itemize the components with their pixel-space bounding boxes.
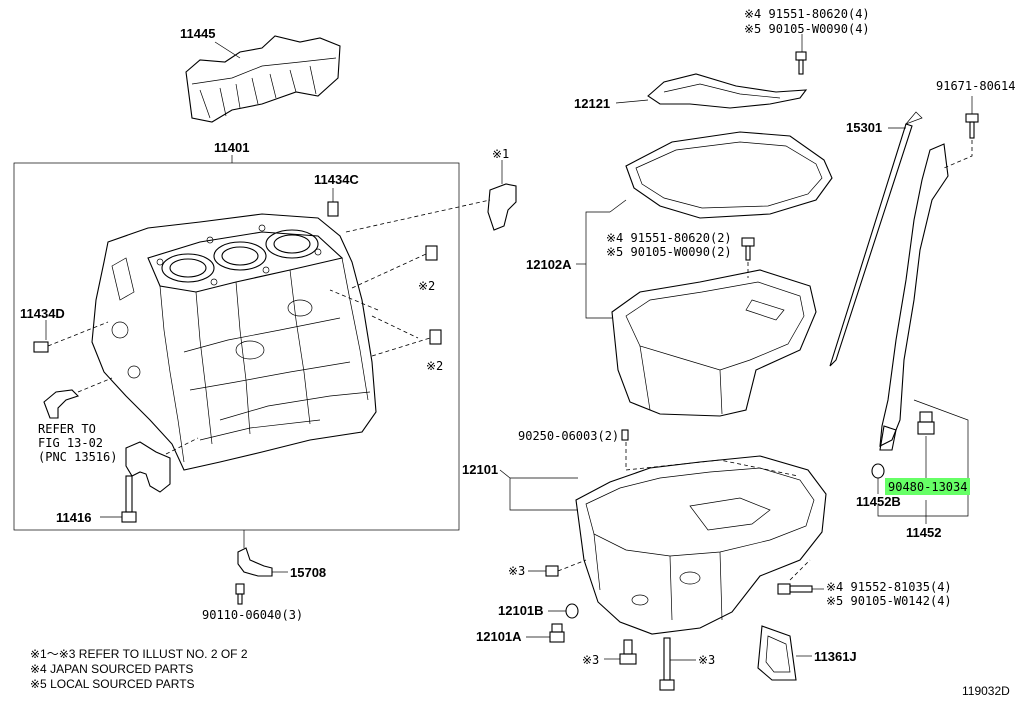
callout-11452B: 11452B [856, 494, 901, 509]
pin-90250 [621, 429, 629, 441]
block-assembly-frame [13, 162, 460, 531]
drain-plug-12101A [549, 623, 565, 643]
callout-ast2-upper: ※2 [418, 279, 435, 293]
bolt-91671 [965, 113, 979, 139]
callout-11434D: 11434D [20, 306, 65, 321]
refer-line-1: REFER TO [38, 422, 96, 436]
oil-pan-upper [611, 269, 817, 417]
gasket-12101B [565, 603, 579, 619]
callout-12101: 12101 [462, 462, 498, 477]
refer-line-3: (PNC 13516) [38, 450, 117, 464]
bolt-91552 [777, 583, 813, 595]
oil-pan-lower-12101 [575, 455, 827, 635]
callout-ast2-lower: ※2 [426, 359, 443, 373]
callout-12101B: 12101B [498, 603, 544, 618]
dowel-pin-11434C [327, 201, 339, 217]
bolt-top-91551 [795, 51, 807, 75]
bearing-cap [125, 441, 171, 493]
callout-mid-91551: ※4 91551-80620(2) [606, 231, 732, 245]
callout-top-91551: ※4 91551-80620(4) [744, 7, 870, 21]
guide-tube-11452 [879, 143, 949, 447]
cap-bracket-ast1 [487, 183, 517, 231]
bolt-ast3-left [619, 639, 637, 665]
callout-11434C: 11434C [314, 172, 359, 187]
callout-11445: 11445 [180, 26, 215, 41]
dipstick-15301 [829, 123, 913, 367]
bolt-ast3-long [659, 637, 675, 691]
callout-90110: 90110-06040(3) [202, 608, 303, 622]
callout-ast3-nut: ※3 [508, 564, 525, 578]
callout-15301: 15301 [846, 120, 882, 135]
plug-90480 [917, 411, 935, 435]
o-ring-11452B [871, 463, 885, 479]
callout-12101A: 12101A [476, 629, 522, 644]
illustration-number: 119032D [962, 684, 1010, 698]
callout-ast1: ※1 [492, 147, 509, 161]
plate-12121 [647, 73, 808, 109]
callout-11416: 11416 [56, 510, 91, 525]
insulator-11445 [185, 35, 341, 123]
nut-ast3 [545, 565, 559, 577]
callout-11452: 11452 [906, 525, 941, 540]
note-line-1: ※1～※3 REFER TO ILLUST NO. 2 OF 2 [30, 647, 248, 661]
callout-91671: 91671-80614 [936, 79, 1015, 93]
callout-11401: 11401 [214, 140, 249, 155]
bolt-mid-91551 [741, 237, 755, 261]
callout-ast3-left: ※3 [582, 653, 599, 667]
callout-90480: 90480-13034 [888, 480, 967, 494]
bolt-11416 [121, 475, 137, 523]
callout-ast3-right: ※3 [698, 653, 715, 667]
dowel-pin-11434D [33, 341, 49, 353]
callout-low-91552: ※4 91552-81035(4) [826, 580, 952, 594]
callout-12102A: 12102A [526, 257, 572, 272]
pin-ast2-upper [425, 245, 438, 261]
note-line-3: ※5 LOCAL SOURCED PARTS [30, 677, 195, 691]
cover-11361J [757, 625, 797, 681]
part-15708 [237, 530, 273, 577]
callout-15708: 15708 [290, 565, 326, 580]
bolt-90110 [235, 583, 245, 605]
callout-90250: 90250-06003(2) [518, 429, 619, 443]
cylinder-block-11401 [91, 213, 377, 471]
gasket-12102A [625, 131, 833, 219]
refer-line-2: FIG 13-02 [38, 436, 103, 450]
note-line-2: ※4 JAPAN SOURCED PARTS [30, 662, 193, 676]
callout-low-90105: ※5 90105-W0142(4) [826, 594, 952, 608]
callout-top-90105: ※5 90105-W0090(4) [744, 22, 870, 36]
pin-ast2-lower [429, 329, 442, 345]
pipe-refer-13-02 [43, 389, 80, 419]
callout-mid-90105: ※5 90105-W0090(2) [606, 245, 732, 259]
callout-12121: 12121 [574, 96, 610, 111]
callout-11361J: 11361J [814, 649, 857, 664]
highlight-90480-13034 [885, 478, 970, 495]
